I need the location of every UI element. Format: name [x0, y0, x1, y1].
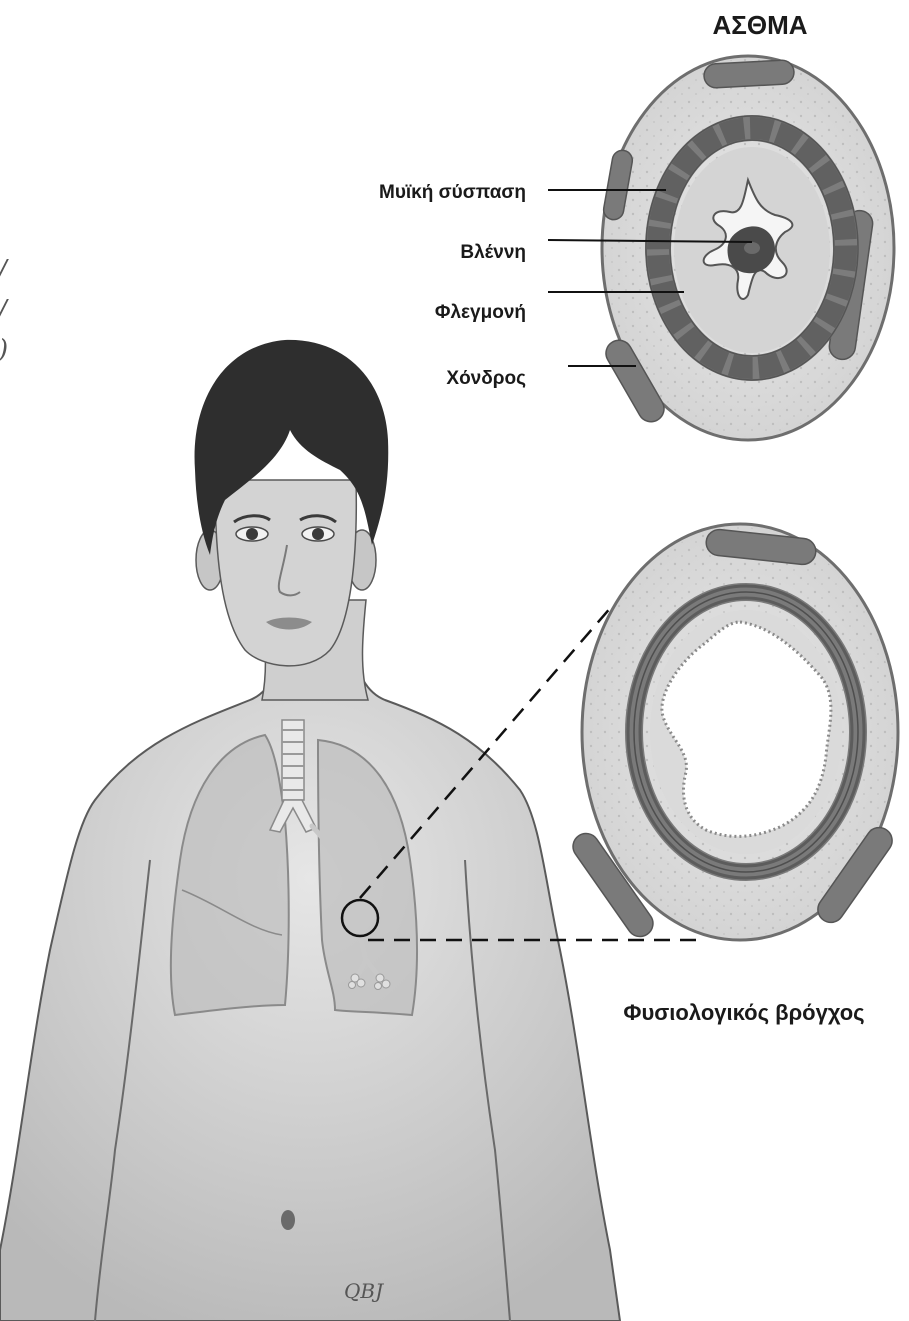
edge-mark: ): [0, 335, 8, 365]
navel: [281, 1210, 295, 1230]
artist-signature: QBJ: [344, 1279, 384, 1303]
edge-mark: /: [0, 295, 9, 325]
label-normal-bronchus: Φυσιολογικός βρόγχος: [623, 1000, 864, 1025]
edge-marks: / / ): [0, 255, 9, 365]
label-mucus: Βλέννη: [460, 242, 526, 263]
label-cartilage: Χόνδρος: [446, 368, 526, 389]
normal-cross-section: [568, 524, 898, 942]
torso: [0, 640, 620, 1321]
label-muscle-contraction: Μυϊκή σύσπαση: [379, 182, 526, 203]
edge-mark: /: [0, 255, 9, 285]
child-figure: QBJ: [0, 340, 620, 1321]
asthma-title: ΑΣΘΜΑ: [712, 10, 807, 40]
label-inflammation: Φλεγμονή: [435, 302, 526, 323]
face: [215, 480, 356, 666]
asthma-cross-section: [601, 56, 894, 440]
